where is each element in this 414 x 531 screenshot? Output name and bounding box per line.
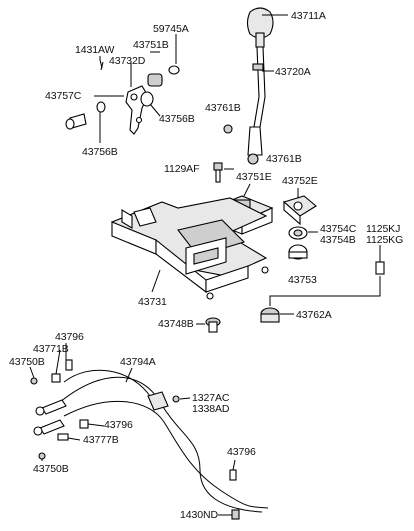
bushing-43761B-bottom [247, 153, 259, 165]
label-43751E: 43751E [236, 171, 272, 183]
label-43771B: 43771B [33, 343, 69, 355]
leader-lines-bottom [29, 343, 236, 516]
label-43754C: 43754C [320, 223, 357, 235]
label-1125KG: 1125KG [366, 234, 404, 246]
label-43754B: 43754B [320, 234, 356, 246]
label-1338AD: 1338AD [192, 403, 230, 415]
label-43761B-bottom: 43761B [266, 153, 302, 165]
label-43750B-top: 43750B [9, 356, 45, 368]
label-59745A: 59745A [153, 23, 189, 35]
collar-43756B-right [140, 91, 154, 107]
bracket-43752E [282, 195, 317, 226]
cable-43794A [59, 369, 269, 513]
label-43731: 43731 [138, 296, 167, 308]
label-43750B-bottom: 43750B [33, 463, 69, 475]
label-43777B: 43777B [83, 434, 119, 446]
leader-lines-middle [151, 168, 381, 325]
label-43753: 43753 [288, 274, 317, 286]
nut-43750B-bottom [38, 452, 46, 460]
nut-43754C [288, 226, 308, 240]
bushing-43762A [260, 307, 280, 323]
bolt-43748B [205, 317, 221, 333]
clip-43796-bottom [229, 469, 237, 481]
cable-end-upper [35, 399, 67, 416]
label-43748B: 43748B [158, 318, 194, 330]
spring-pin-1431AW [99, 59, 104, 71]
label-43796-bottom: 43796 [227, 446, 256, 458]
bolt-1125KJ [375, 261, 385, 275]
label-43756B-left: 43756B [82, 146, 118, 158]
ring-43753 [288, 244, 308, 260]
label-43762A: 43762A [296, 309, 332, 321]
label-43720A: 43720A [275, 66, 311, 78]
clip-43771B [51, 373, 61, 383]
pin-43757C [65, 113, 87, 130]
label-43796-top: 43796 [55, 331, 84, 343]
label-43752E: 43752E [282, 175, 318, 187]
bushing-43761B-top [223, 124, 233, 134]
label-43794A: 43794A [120, 356, 156, 368]
label-43761B-top: 43761B [205, 102, 241, 114]
label-43757C: 43757C [45, 90, 82, 102]
clip-43796-top [65, 359, 73, 371]
label-43751B: 43751B [133, 39, 169, 51]
label-43732D: 43732D [109, 55, 146, 67]
label-1125KJ: 1125KJ [366, 223, 401, 235]
label-43796-mid: 43796 [104, 419, 133, 431]
label-1327AC: 1327AC [192, 392, 230, 404]
label-1431AW: 1431AW [75, 44, 115, 56]
bushing-43751B [147, 73, 163, 87]
clip-1430ND [231, 509, 240, 520]
label-1430ND: 1430ND [180, 509, 218, 521]
clip-43796-mid [79, 419, 89, 429]
cable-end-lower [33, 419, 65, 436]
label-43711A: 43711A [291, 10, 326, 22]
bushing-59745A [168, 65, 180, 75]
shift-lever [247, 14, 288, 156]
nut-43750B-top [30, 377, 38, 385]
base-housing-43731 [111, 197, 269, 300]
clip-43777B [57, 433, 69, 441]
bracket-cable-middle [147, 391, 169, 411]
label-1129AF: 1129AF [164, 163, 200, 175]
bolt-1327AC [172, 395, 180, 403]
leader-lines-top-left [94, 34, 177, 143]
label-43756B-right: 43756B [159, 113, 195, 125]
shift-knob [246, 7, 274, 48]
bolt-1129AF [213, 162, 223, 183]
collar-43756B-left [96, 101, 106, 113]
